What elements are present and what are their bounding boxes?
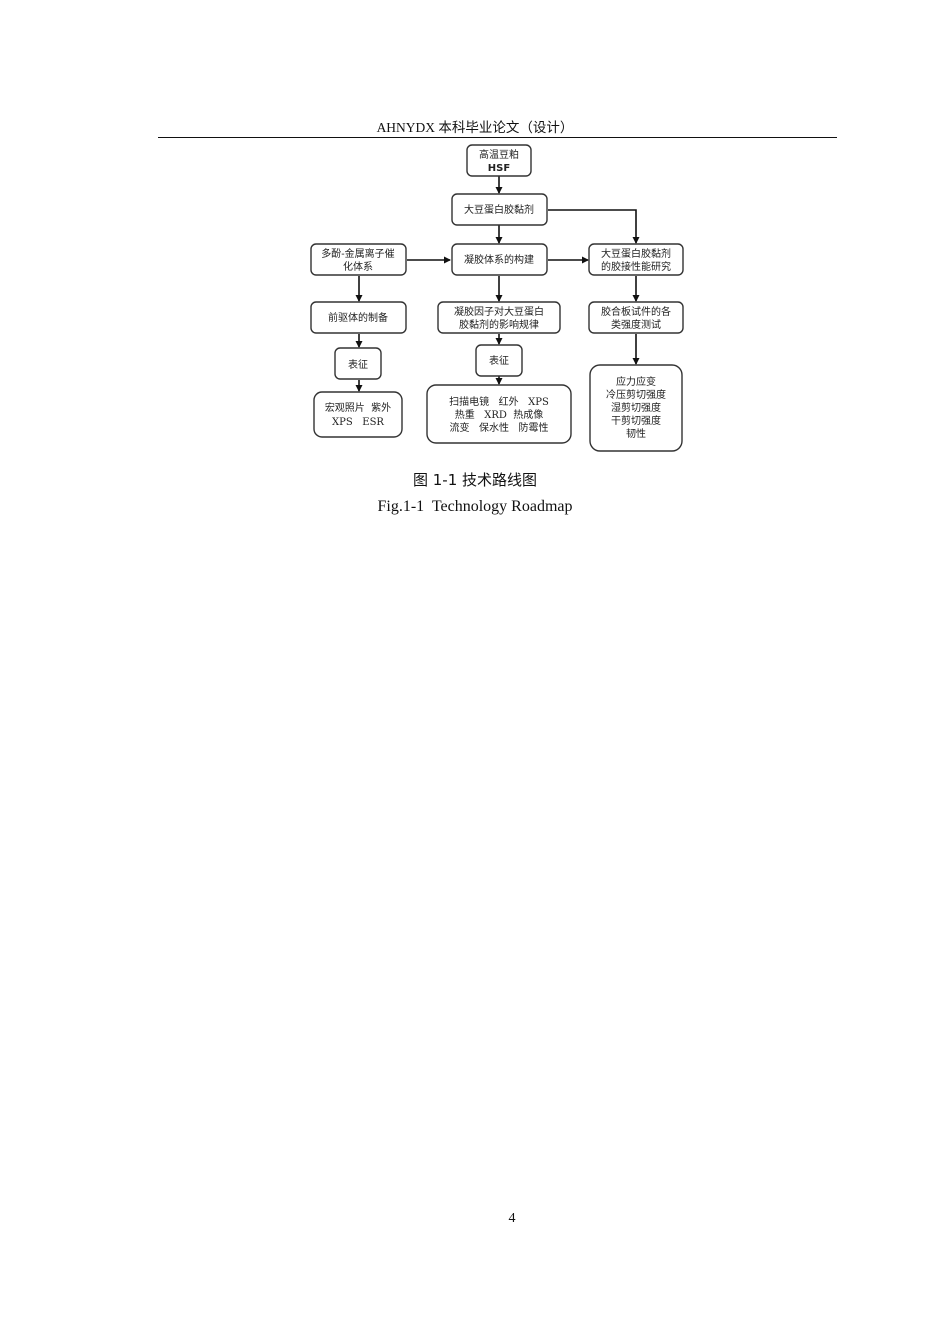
node-methods-mid-line-3: 流变 保水性 防霉性 [449,421,548,434]
node-gel-factor-line-1: 凝胶因子对大豆蛋白 [454,305,544,318]
node-characterization-mid-label: 表征 [489,354,509,367]
node-hsf: 高温豆粕 HSF [466,144,532,177]
technology-roadmap-flowchart: 高温豆粕 HSF 大豆蛋白胶黏剂 多酚-金属离子催 化体系 凝胶体系的构建 大豆… [310,144,684,452]
node-characterization-mid: 表征 [475,344,523,377]
node-characterization-left-label: 表征 [348,358,368,371]
header-rule [158,137,837,138]
node-polyphenol-line-1: 多酚-金属离子催 [321,247,394,260]
node-hsf-line-1: 高温豆粕 [479,148,519,161]
node-strength-list-line-5: 韧性 [626,427,646,440]
node-methods-mid: 扫描电镜 红外 XPS 热重 XRD 热成像 流变 保水性 防霉性 [426,384,572,444]
node-methods-mid-line-2: 热重 XRD 热成像 [455,408,544,421]
node-gel-system-label: 凝胶体系的构建 [464,253,534,266]
node-polyphenol-line-2: 化体系 [343,260,373,273]
node-polyphenol: 多酚-金属离子催 化体系 [310,243,407,276]
node-characterization-left: 表征 [334,347,382,380]
flow-edges [355,176,640,392]
node-bonding-study-line-1: 大豆蛋白胶黏剂 [601,247,671,260]
page-header: AHNYDX 本科毕业论文（设计） [376,120,574,135]
figure-caption-english: Fig.1-1 Technology Roadmap [377,498,573,515]
node-strength-list-line-2: 冷压剪切强度 [606,388,666,401]
node-strength-list: 应力应变 冷压剪切强度 湿剪切强度 干剪切强度 韧性 [589,364,683,452]
node-gel-factor: 凝胶因子对大豆蛋白 胶黏剂的影响规律 [437,301,561,334]
node-plywood-test-line-1: 胶合板试件的各 [601,305,671,318]
figure-caption-chinese: 图 1-1 技术路线图 [412,471,538,489]
node-methods-left-line-1: 宏观照片 紫外 [325,401,391,414]
node-plywood-test-line-2: 类强度测试 [611,318,661,331]
node-methods-left: 宏观照片 紫外 XPS ESR [313,391,403,438]
node-hsf-line-2: HSF [488,163,510,174]
node-plywood-test: 胶合板试件的各 类强度测试 [588,301,684,334]
node-gel-factor-line-2: 胶黏剂的影响规律 [459,318,539,331]
page-number: 4 [508,1211,516,1226]
node-strength-list-line-4: 干剪切强度 [611,414,661,427]
node-gel-system: 凝胶体系的构建 [451,243,548,276]
node-methods-mid-line-1: 扫描电镜 红外 XPS [449,395,549,408]
node-bonding-study: 大豆蛋白胶黏剂 的胶接性能研究 [588,243,684,276]
node-methods-left-line-2: XPS ESR [332,417,384,428]
node-bonding-study-line-2: 的胶接性能研究 [601,260,671,273]
node-precursor-label: 前驱体的制备 [328,311,388,324]
node-strength-list-line-3: 湿剪切强度 [611,401,661,414]
node-soy-adhesive-label: 大豆蛋白胶黏剂 [464,203,534,216]
node-precursor: 前驱体的制备 [310,301,407,334]
node-strength-list-line-1: 应力应变 [616,375,656,388]
node-soy-adhesive: 大豆蛋白胶黏剂 [451,193,548,226]
edge-adhesive-to-bonding [548,209,640,244]
